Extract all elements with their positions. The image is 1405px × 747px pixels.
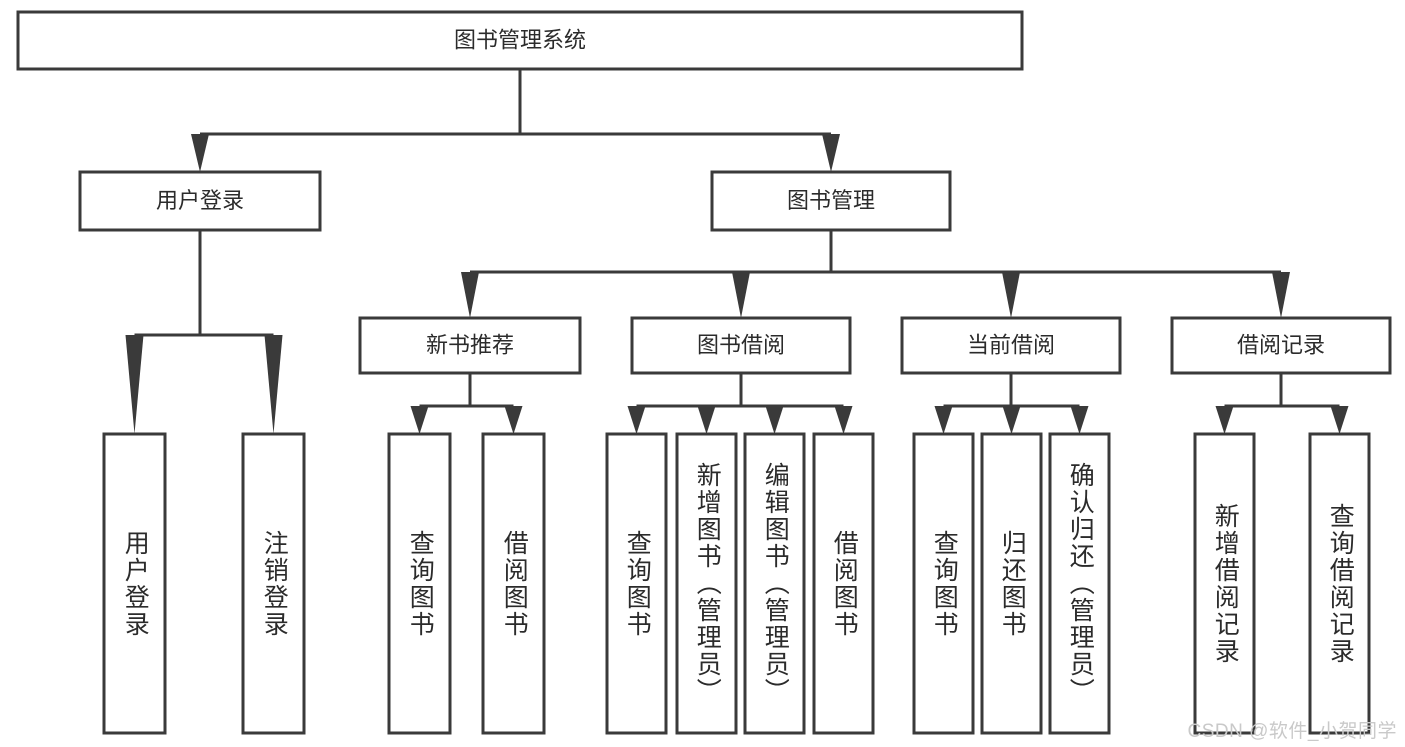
edge-group-edge-bookborrow-split — [627, 373, 853, 434]
edge-arrowhead-edge-currentborrow-split-0 — [934, 406, 953, 434]
node-label-new-book-recommend: 新书推荐 — [426, 332, 514, 357]
edges-layer — [125, 69, 1349, 434]
edge-arrowhead-edge-bookmanage-split-0 — [461, 272, 479, 318]
edge-arrowhead-edge-bookmanage-split-3 — [1272, 272, 1290, 318]
edge-arrowhead-edge-bookborrow-split-0 — [627, 406, 646, 434]
edge-arrowhead-edge-newbook-split-1 — [504, 406, 523, 434]
node-box-book-manage[interactable] — [710, 170, 952, 232]
edge-group-edge-borrowrecord-split — [1215, 373, 1349, 434]
node-box-leaf-add-record[interactable] — [1193, 432, 1256, 735]
edge-arrowhead-edge-borrowrecord-split-1 — [1330, 406, 1349, 434]
node-box-leaf-edit-book[interactable] — [743, 432, 806, 735]
node-label-current-borrow: 当前借阅 — [967, 332, 1055, 357]
edge-group-edge-currentborrow-split — [934, 373, 1089, 434]
node-label-borrow-record: 借阅记录 — [1237, 332, 1325, 357]
node-box-leaf-user-logout[interactable] — [241, 432, 306, 735]
node-box-leaf-user-login[interactable] — [102, 432, 167, 735]
node-box-leaf-query-book-3[interactable] — [912, 432, 975, 735]
edge-arrowhead-edge-borrowrecord-split-0 — [1215, 406, 1234, 434]
edge-arrowhead-edge-currentborrow-split-1 — [1002, 406, 1021, 434]
node-box-leaf-return-book[interactable] — [980, 432, 1043, 735]
node-box-borrow-record[interactable] — [1170, 316, 1392, 375]
node-box-leaf-borrow-book-1[interactable] — [481, 432, 546, 735]
node-box-new-book-recommend[interactable] — [358, 316, 582, 375]
node-box-leaf-borrow-book-2[interactable] — [812, 432, 875, 735]
edge-arrowhead-edge-currentborrow-split-2 — [1070, 406, 1089, 434]
edge-group-edge-newbook-split — [410, 373, 523, 434]
node-box-leaf-query-record[interactable] — [1308, 432, 1371, 735]
edge-group-edge-root-split — [191, 69, 840, 172]
edge-arrowhead-edge-userlogin-split-0 — [125, 335, 144, 434]
edge-group-edge-bookmanage-split — [461, 230, 1290, 318]
watermark-credit: CSDN @软件_小贺同学 — [1187, 721, 1397, 742]
edge-arrowhead-edge-bookborrow-split-2 — [765, 406, 784, 434]
edge-group-edge-userlogin-split — [125, 230, 283, 434]
node-label-book-borrow: 图书借阅 — [697, 332, 785, 357]
node-label-root: 图书管理系统 — [454, 27, 586, 52]
nodes-layer — [16, 10, 1392, 735]
edge-arrowhead-edge-root-split-1 — [822, 134, 840, 172]
edge-arrowhead-edge-userlogin-split-1 — [264, 335, 283, 434]
edge-arrowhead-edge-newbook-split-0 — [410, 406, 429, 434]
node-box-leaf-query-book-2[interactable] — [605, 432, 668, 735]
node-box-leaf-confirm-return[interactable] — [1048, 432, 1111, 735]
node-box-current-borrow[interactable] — [900, 316, 1122, 375]
edge-arrowhead-edge-bookmanage-split-2 — [1002, 272, 1020, 318]
edge-arrowhead-edge-bookmanage-split-1 — [732, 272, 750, 318]
node-box-book-borrow[interactable] — [630, 316, 852, 375]
edge-arrowhead-edge-bookborrow-split-3 — [834, 406, 853, 434]
node-box-root[interactable] — [16, 10, 1024, 71]
node-label-book-manage: 图书管理 — [787, 188, 875, 213]
node-box-user-login[interactable] — [78, 170, 322, 232]
node-label-user-login: 用户登录 — [156, 188, 244, 213]
edge-arrowhead-edge-root-split-0 — [191, 134, 209, 172]
edge-arrowhead-edge-bookborrow-split-1 — [697, 406, 716, 434]
node-box-leaf-add-book[interactable] — [675, 432, 738, 735]
node-box-leaf-query-book-1[interactable] — [387, 432, 452, 735]
